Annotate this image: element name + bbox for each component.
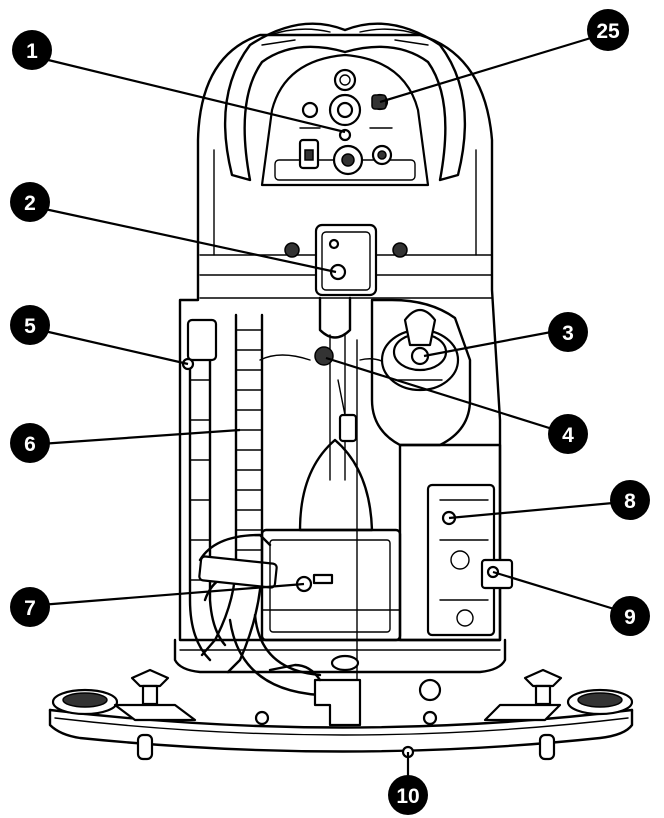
callout-1: 1 (12, 30, 52, 70)
leader-7 (39, 582, 305, 607)
right-mechanism (398, 443, 514, 642)
rear-latch-box (284, 223, 408, 297)
leader-4 (325, 356, 563, 434)
leader-25 (379, 32, 605, 104)
callout-25-label: 25 (596, 20, 620, 43)
callout-5-label: 5 (24, 315, 36, 338)
recovery-hose (181, 313, 264, 674)
control-panel (260, 53, 430, 187)
callout-4: 4 (548, 414, 588, 454)
callout-5: 5 (10, 305, 50, 345)
leader-2 (39, 206, 337, 274)
hose-loop (198, 533, 322, 697)
callout-9: 9 (610, 596, 650, 636)
leader-8 (448, 500, 625, 520)
callout-1-label: 1 (26, 40, 38, 63)
callout-6-label: 6 (24, 433, 36, 456)
leader-5 (39, 328, 189, 366)
callout-8-label: 8 (624, 490, 636, 513)
leader-6 (39, 428, 241, 446)
callout-2-label: 2 (24, 192, 36, 215)
center-frame (259, 296, 396, 711)
callout-8: 8 (610, 480, 650, 520)
callout-6: 6 (10, 423, 50, 463)
callout-7-label: 7 (24, 597, 36, 620)
solution-tank-cap (370, 298, 472, 447)
drain-hose-cap-icon (186, 318, 218, 362)
callout-4-label: 4 (562, 424, 574, 447)
steering-handle (223, 22, 467, 182)
callout-9-label: 9 (624, 606, 636, 629)
callout-25: 25 (587, 9, 629, 51)
squeegee-assembly (48, 638, 634, 761)
leader-1 (39, 56, 346, 134)
callout-10: 10 (388, 775, 428, 815)
leader-9 (492, 570, 625, 614)
callout-10-label: 10 (396, 785, 419, 808)
drain-valve-knob-icon (314, 346, 334, 366)
leader-3 (423, 328, 563, 358)
callout-3: 3 (548, 312, 588, 352)
leader-lines (39, 32, 625, 790)
callout-7: 7 (10, 587, 50, 627)
callout-2: 2 (10, 182, 50, 222)
callout-3-label: 3 (562, 322, 574, 345)
